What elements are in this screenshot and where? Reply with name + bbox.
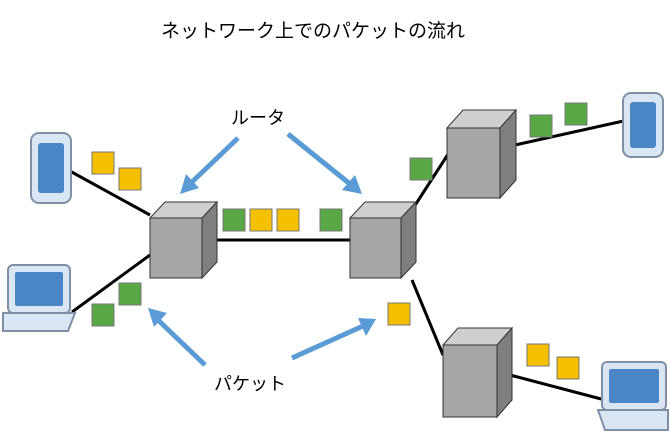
packet-label-arrows [148, 308, 376, 367]
tablet-left [30, 132, 72, 204]
network-cables [67, 118, 629, 402]
packet-icon [526, 343, 550, 367]
laptop-left [2, 264, 77, 332]
arrowhead-to-router-2-packet [358, 318, 376, 336]
cable-tablet-to-router-1 [67, 168, 151, 217]
packet-icon [564, 102, 588, 126]
router-label-arrows [180, 132, 362, 194]
packet-icon [409, 157, 433, 181]
tablet-icon [30, 132, 72, 204]
cable-router-3-to-tablet [514, 118, 629, 147]
packet-icon [319, 208, 343, 232]
packet-icon [91, 151, 115, 175]
arrowhead-to-left-packets [148, 308, 167, 327]
diagram-title: ネットワーク上でのパケットの流れ [161, 20, 465, 42]
laptop-icon [596, 361, 669, 431]
router-1 [148, 200, 219, 280]
router-label: ルータ [231, 108, 285, 129]
packet-icon [222, 208, 246, 232]
router-2 [348, 200, 418, 280]
router-icon [445, 108, 518, 200]
cable-laptop-to-router-1 [71, 253, 151, 314]
arrow-to-router-1 [190, 136, 240, 184]
cable-router-2-to-router-4 [410, 279, 445, 356]
arrow-to-router-2-packet [290, 323, 365, 361]
packet-icon [118, 167, 142, 191]
packet-icon [91, 303, 115, 327]
arrow-to-left-packets [156, 318, 207, 367]
packets [91, 102, 588, 380]
router-3 [445, 108, 518, 200]
arrowhead-to-router-2 [342, 175, 362, 194]
cable-router-4-to-laptop [509, 373, 606, 402]
packet-icon [276, 208, 300, 232]
arrow-to-router-2 [286, 132, 352, 186]
packet-icon [387, 302, 411, 326]
router-icon [441, 326, 514, 419]
packet-icon [249, 208, 273, 232]
router-icon [148, 200, 219, 280]
laptop-right [596, 361, 669, 431]
packet-label: パケット [214, 374, 286, 395]
tablet-right [622, 92, 664, 158]
router-4 [441, 326, 514, 419]
router-icon [348, 200, 418, 280]
tablet-icon [622, 92, 664, 158]
laptop-icon [2, 264, 77, 332]
packet-icon [529, 114, 553, 138]
arrowhead-to-router-1 [180, 174, 199, 194]
packet-icon [118, 282, 142, 306]
packet-icon [556, 356, 580, 380]
